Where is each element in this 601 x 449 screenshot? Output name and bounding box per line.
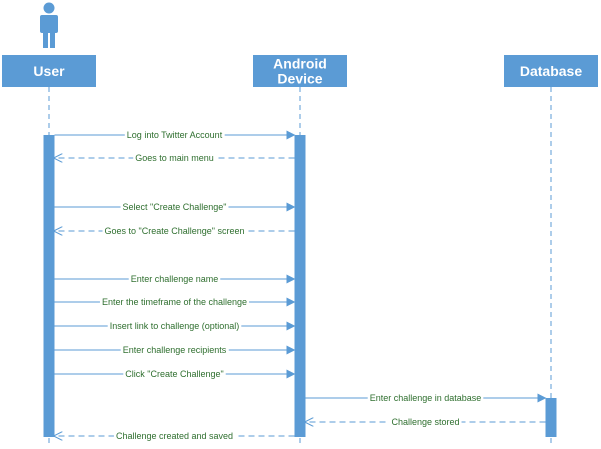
participant-label-android: Android [273, 56, 327, 72]
activation-bar-database [545, 398, 557, 437]
message-label-bg [107, 320, 242, 332]
message-label-bg [120, 344, 229, 356]
participant-label-user: User [33, 63, 65, 79]
message-label: Goes to main menu [135, 153, 214, 163]
participant-box-android [253, 55, 347, 87]
message-2: Goes to main menu [55, 152, 295, 164]
message-9: Click "Create Challenge" [54, 368, 296, 380]
message-label: Enter challenge in database [370, 393, 482, 403]
message-label: Select "Create Challenge" [123, 202, 227, 212]
participant-label-database: Database [520, 63, 582, 79]
message-label: Challenge stored [391, 417, 459, 427]
activation-bars [43, 135, 557, 437]
message-label: Click "Create Challenge" [125, 369, 223, 379]
participant-database: Database [504, 55, 598, 87]
message-6: Enter the timeframe of the challenge [54, 296, 296, 308]
participant-box-user [2, 55, 96, 87]
message-1: Log into Twitter Account [54, 129, 296, 141]
message-label-bg [124, 129, 225, 141]
message-label: Enter the timeframe of the challenge [102, 297, 247, 307]
message-5: Enter challenge name [54, 273, 296, 285]
message-label-bg [102, 225, 247, 237]
message-10: Enter challenge in database [305, 392, 547, 404]
message-label: Goes to "Create Challenge" screen [105, 226, 245, 236]
message-label-bg [389, 416, 462, 428]
message-12: Challenge created and saved [55, 430, 295, 442]
message-4: Goes to "Create Challenge" screen [55, 225, 295, 237]
message-label: Enter challenge name [131, 274, 219, 284]
message-3: Select "Create Challenge" [54, 201, 296, 213]
participant-label-android: Device [277, 71, 322, 87]
message-label-bg [128, 273, 221, 285]
message-label: Log into Twitter Account [127, 130, 223, 140]
message-label: Enter challenge recipients [123, 345, 227, 355]
message-8: Enter challenge recipients [54, 344, 296, 356]
activation-bar-android [294, 135, 306, 437]
message-label: Insert link to challenge (optional) [110, 321, 240, 331]
message-label-bg [367, 392, 484, 404]
message-label-bg [133, 152, 216, 164]
participant-user: User [2, 2, 96, 87]
message-label-bg [99, 296, 250, 308]
participant-box-database [504, 55, 598, 87]
message-label-bg [120, 201, 229, 213]
message-label-bg [113, 430, 236, 442]
message-label: Challenge created and saved [116, 431, 233, 441]
person-icon [40, 2, 58, 48]
message-7: Insert link to challenge (optional) [54, 320, 296, 332]
message-label-bg [123, 368, 226, 380]
message-11: Challenge stored [306, 416, 546, 428]
activation-bar-user [43, 135, 55, 437]
